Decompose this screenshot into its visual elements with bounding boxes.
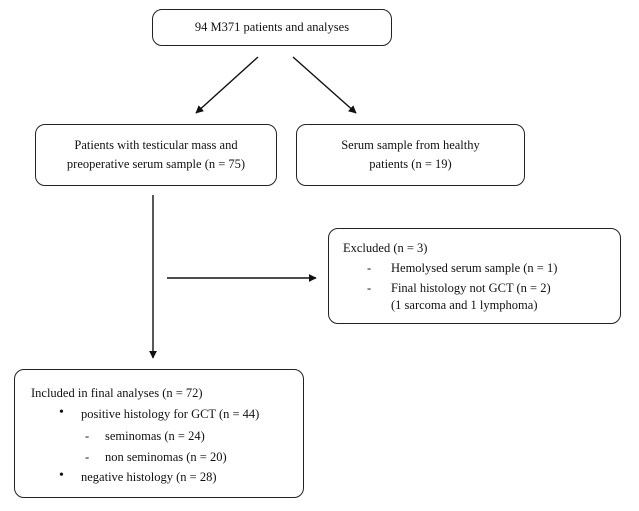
healthy-box-line2: patients (n = 19) xyxy=(369,157,452,171)
included-positive: positive histology for GCT (n = 44) xyxy=(81,407,260,421)
excluded-note: (1 sarcoma and 1 lymphoma) xyxy=(391,298,538,312)
arrow-top-to-healthy xyxy=(292,56,357,114)
excluded-item-2: Final histology not GCT (n = 2) xyxy=(391,281,551,295)
patients-box-line1: Patients with testicular mass and xyxy=(74,138,238,152)
excluded-item-2-marker: - xyxy=(367,281,372,295)
included-sub-1: seminomas (n = 24) xyxy=(105,429,205,443)
excluded-item-1-marker: - xyxy=(367,261,372,275)
bullet-icon: • xyxy=(59,468,64,483)
patients-box-line2: preoperative serum sample (n = 75) xyxy=(66,157,246,171)
included-title: Included in final analyses (n = 72) xyxy=(31,386,203,400)
arrow-top-to-patients xyxy=(195,56,259,114)
included-sub-2: non seminomas (n = 20) xyxy=(105,450,227,464)
excluded-item-1: Hemolysed serum sample (n = 1) xyxy=(391,261,558,275)
bullet-icon: • xyxy=(59,405,64,420)
excluded-box: Excluded (n = 3) - Hemolysed serum sampl… xyxy=(328,228,621,324)
included-box: Included in final analyses (n = 72) • po… xyxy=(14,369,304,498)
top-box-label: 94 M371 patients and analyses xyxy=(194,20,350,34)
patients-box: Patients with testicular mass and preope… xyxy=(35,124,277,186)
healthy-box: Serum sample from healthy patients (n = … xyxy=(296,124,525,186)
top-box: 94 M371 patients and analyses xyxy=(152,9,392,46)
included-sub-2-marker: - xyxy=(85,450,90,464)
included-sub-1-marker: - xyxy=(85,429,90,443)
excluded-title: Excluded (n = 3) xyxy=(343,241,428,255)
healthy-box-line1: Serum sample from healthy xyxy=(341,138,480,152)
included-negative: negative histology (n = 28) xyxy=(81,470,217,484)
